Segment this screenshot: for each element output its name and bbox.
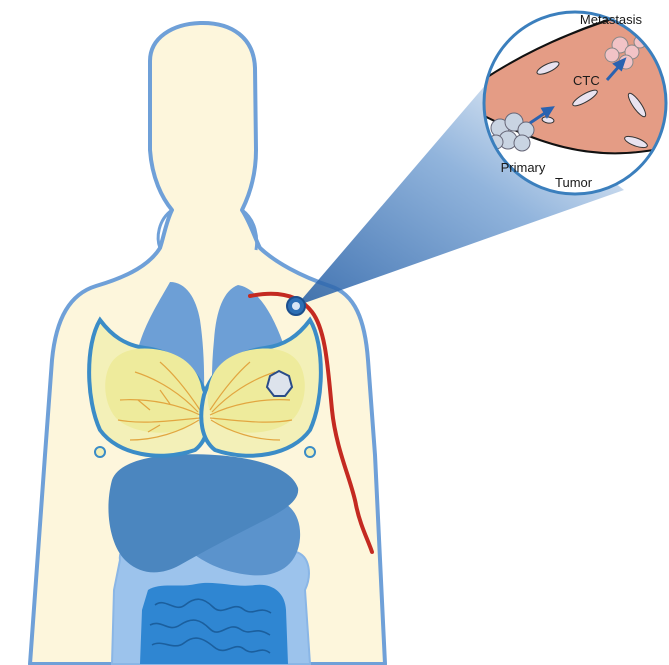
breast-tumor-icon bbox=[267, 371, 292, 396]
label-ctc: CTC bbox=[573, 73, 600, 88]
label-tumor: Tumor bbox=[555, 175, 593, 190]
label-metastasis: Metastasis bbox=[580, 12, 643, 27]
label-primary: Primary bbox=[501, 160, 546, 175]
